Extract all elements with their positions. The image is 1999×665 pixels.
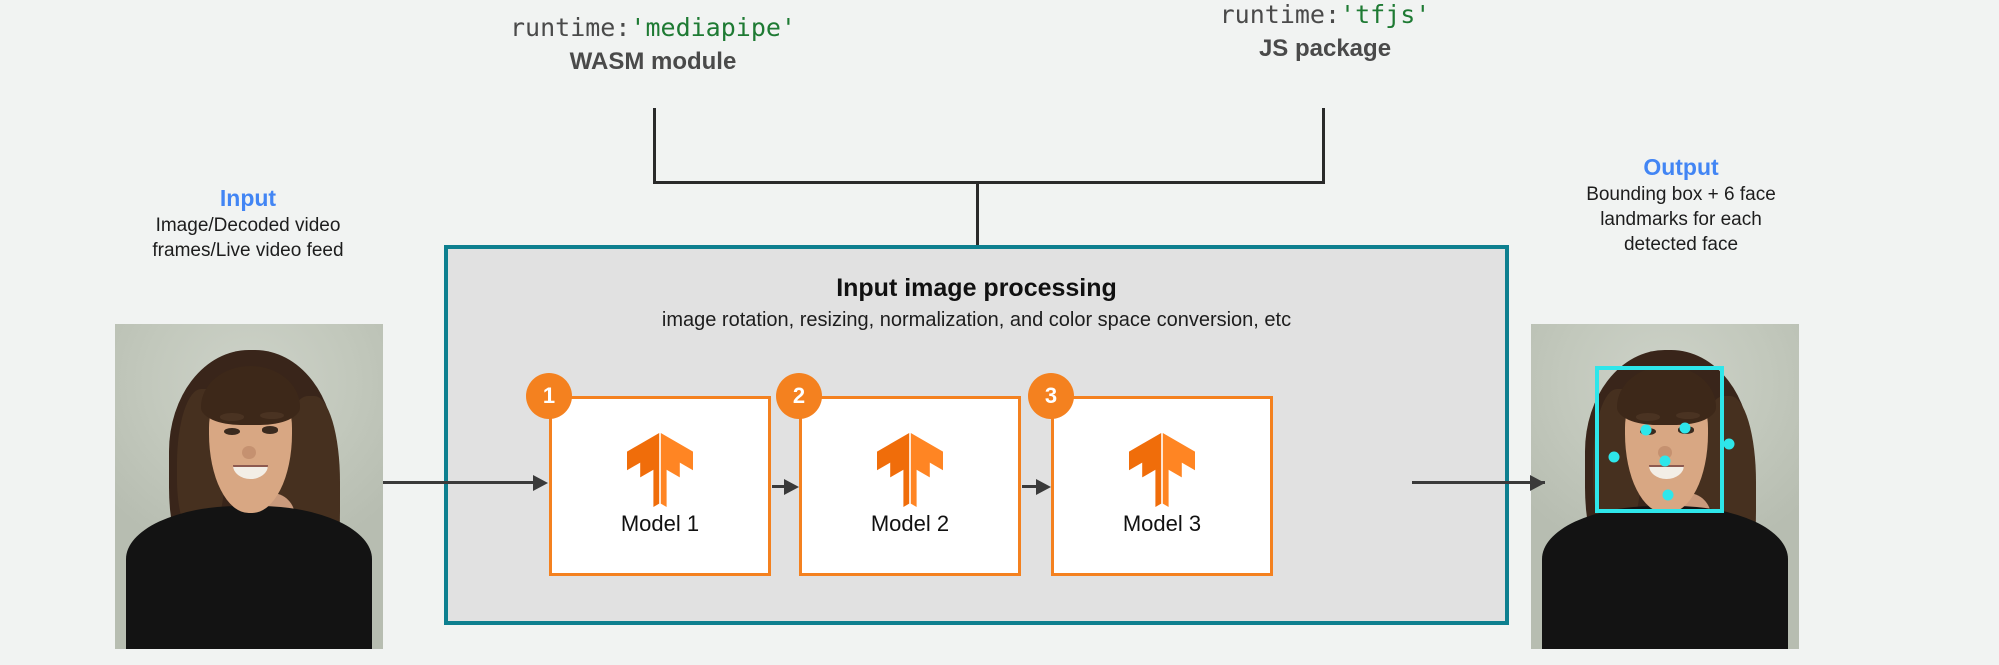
model-card-2[interactable]: 2 Model 2 — [776, 373, 1021, 576]
model-badge-2: 2 — [776, 373, 822, 419]
photo-mouth — [1648, 465, 1684, 480]
model-card-1[interactable]: 1 Model 1 — [526, 373, 771, 576]
face-landmark-ear-right — [1723, 438, 1735, 450]
photo-torso — [125, 506, 373, 649]
input-title: Input — [219, 185, 277, 211]
output-description-line-3: detected face — [1623, 234, 1739, 255]
runtime-code-mediapipe: runtime:'mediapipe' — [443, 13, 863, 42]
input-caption: Input Image/Decoded video frames/Live vi… — [98, 183, 398, 263]
bracket-drop-stem — [976, 181, 979, 247]
model-card-3[interactable]: 3 Model 3 — [1028, 373, 1273, 576]
pipeline-subtitle: image rotation, resizing, normalization,… — [661, 309, 1292, 331]
input-photo — [115, 324, 383, 649]
runtime-annotation-mediapipe: runtime:'mediapipe' WASM module — [443, 13, 863, 76]
runtime-subtitle-jspackage: JS package — [1258, 35, 1392, 62]
photo-brow-right — [259, 411, 284, 420]
model-label-1: Model 1 — [620, 511, 700, 536]
photo-mouth — [232, 465, 268, 480]
arrow-input-to-pipeline-line — [383, 481, 535, 484]
photo-brow-right — [1675, 411, 1700, 420]
pipeline-container: Input image processing image rotation, r… — [444, 245, 1509, 625]
photo-eye-left — [223, 428, 240, 436]
bracket-horizontal — [653, 181, 1325, 184]
pipeline-title: Input image processing — [836, 274, 1117, 302]
runtime-code-tfjs: runtime:'tfjs' — [1115, 0, 1535, 29]
arrow-pipeline-to-output-head — [1530, 475, 1545, 491]
output-photo — [1531, 324, 1799, 649]
tensorflow-logo-icon — [627, 433, 693, 507]
face-landmark-eye-right — [1679, 422, 1691, 434]
runtime-code-value: 'tfjs' — [1340, 0, 1431, 29]
pipeline-header: Input image processing image rotation, r… — [448, 274, 1505, 332]
input-description-line-2: frames/Live video feed — [152, 240, 344, 261]
model-badge-3: 3 — [1028, 373, 1074, 419]
runtime-subtitle-wasm: WASM module — [569, 48, 737, 75]
face-landmark-nose — [1659, 455, 1671, 466]
output-description-line-2: landmarks for each — [1600, 209, 1762, 230]
arrow-input-to-pipeline-head — [533, 475, 548, 491]
arrow-model1-to-model2-head — [784, 479, 799, 495]
output-title: Output — [1643, 154, 1719, 180]
bracket-right-vertical — [1322, 108, 1325, 184]
arrow-model2-to-model3-line — [1022, 485, 1038, 488]
runtime-code-prefix: runtime: — [1219, 0, 1341, 29]
arrow-pipeline-to-output-line — [1412, 481, 1545, 484]
output-caption: Output Bounding box + 6 face landmarks f… — [1531, 152, 1831, 257]
tensorflow-logo-icon — [1129, 433, 1195, 507]
runtime-code-prefix: runtime: — [510, 13, 631, 42]
photo-eye-right — [262, 426, 279, 434]
tensorflow-logo-icon — [877, 433, 943, 507]
arrow-model1-to-model2-line — [772, 485, 786, 488]
model-label-2: Model 2 — [870, 511, 950, 536]
bracket-left-vertical — [653, 108, 656, 184]
output-description-line-1: Bounding box + 6 face — [1586, 184, 1776, 205]
input-description-line-1: Image/Decoded video — [155, 215, 341, 236]
runtime-annotation-tfjs: runtime:'tfjs' JS package — [1115, 0, 1535, 63]
model-badge-1: 1 — [526, 373, 572, 419]
photo-torso — [1541, 506, 1789, 649]
face-bounding-box — [1595, 366, 1724, 513]
photo-nose — [242, 445, 256, 459]
photo-brow-left — [1635, 413, 1660, 421]
runtime-code-value: 'mediapipe' — [630, 13, 796, 42]
face-landmark-mouth — [1662, 489, 1674, 501]
arrow-model2-to-model3-head — [1036, 479, 1051, 495]
face-landmark-ear-left — [1608, 451, 1620, 463]
face-landmark-eye-left — [1640, 424, 1652, 436]
model-label-3: Model 3 — [1122, 511, 1202, 536]
photo-brow-left — [219, 413, 244, 421]
